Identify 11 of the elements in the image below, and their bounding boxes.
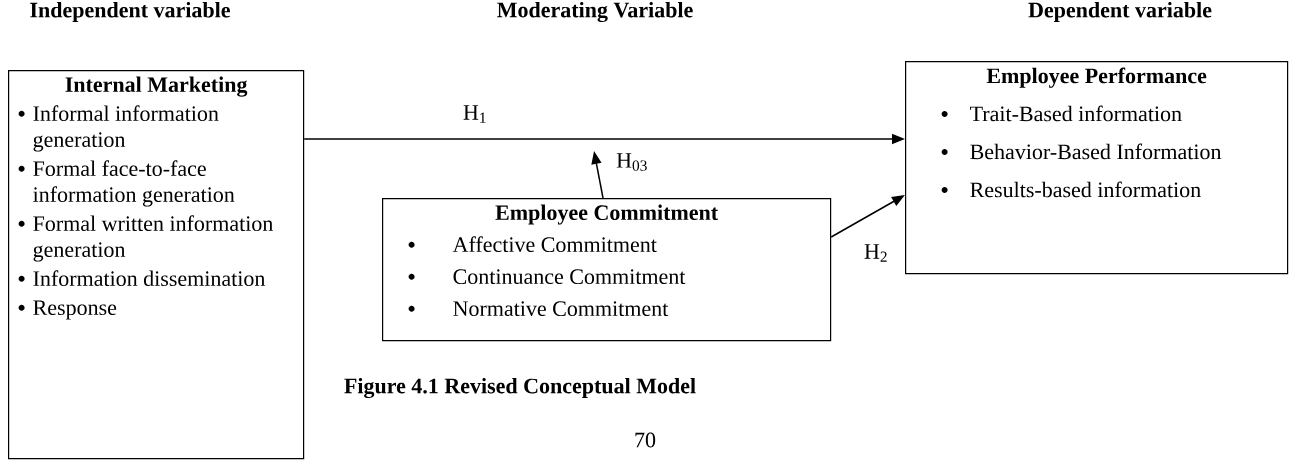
concept-box: Employee Commitment Affective Commitment Continuance Commitment Normative Commitment xyxy=(382,198,832,342)
column-heading: Independent variable xyxy=(30,2,230,22)
page-number: 70 xyxy=(635,432,656,448)
concept-box: Employee Performance Trait-Based information Behavior-Based Information Results-based information xyxy=(905,61,1289,275)
caption: Figure 4.1 Revised Conceptual Model xyxy=(344,377,696,399)
edge-label: H$_{1}$ xyxy=(463,105,486,123)
column-heading: Moderating Variable xyxy=(497,1,693,23)
column-heading: Dependent variable xyxy=(1028,2,1212,22)
edge-label: H$_{2}$ xyxy=(864,244,887,262)
concept-box: Internal Marketing Informal information generation Formal face-to-face information generation Formal written information generation Information dissemination Response xyxy=(8,70,305,460)
edge-label: H$_{03}$ xyxy=(616,153,647,171)
